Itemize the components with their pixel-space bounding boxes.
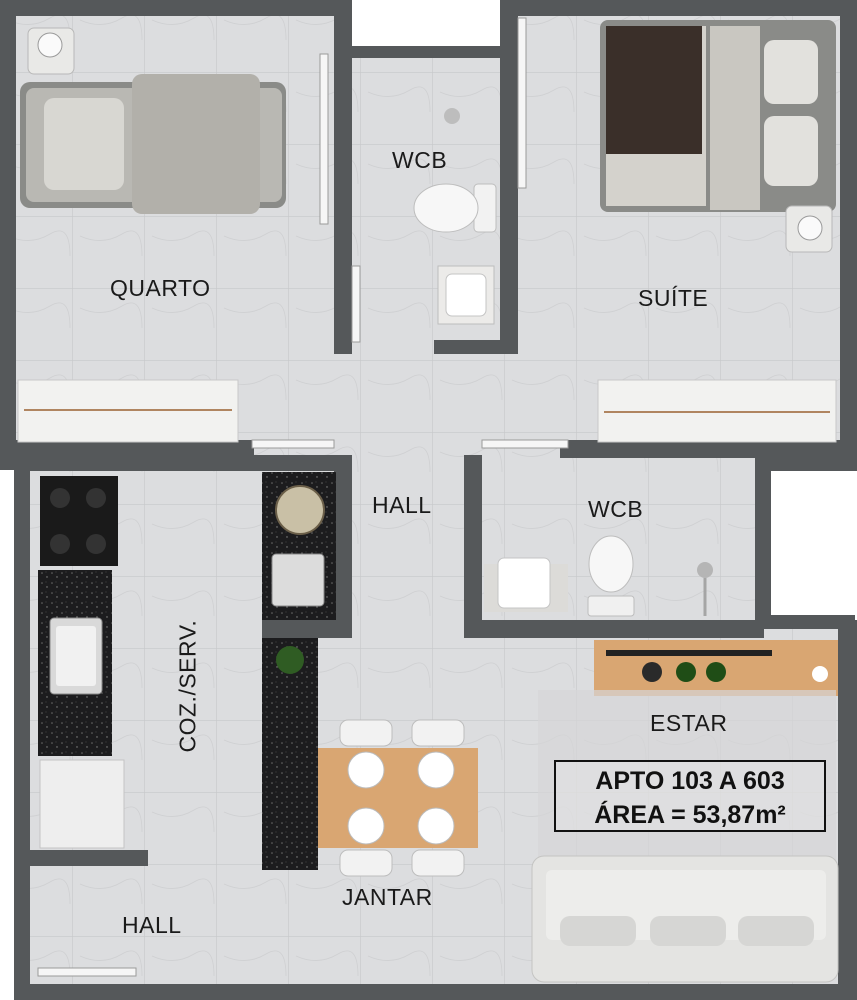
room-label-coz-serv: COZ./SERV.: [174, 619, 201, 753]
wardrobe-suite: [597, 379, 837, 443]
washing-machine: [39, 759, 125, 849]
unit-info-box: APTO 103 A 603 ÁREA = 53,87m²: [554, 760, 826, 832]
tv-rack: [594, 640, 838, 696]
single-bed: [20, 74, 286, 214]
toilet-mid: [587, 535, 635, 617]
sofa: [531, 855, 839, 983]
counter-right-top: [262, 472, 336, 620]
counter-left: [38, 570, 112, 756]
nightstand-lamp-suite: [785, 205, 833, 253]
unit-area-label: ÁREA = 53,87m²: [594, 801, 786, 829]
sink-mid: [484, 557, 568, 612]
toilet-top: [413, 183, 497, 233]
room-label-hall-bottom: HALL: [122, 912, 182, 938]
room-label-jantar: JANTAR: [342, 884, 433, 910]
dining-table: [318, 719, 478, 877]
nightstand-lamp: [27, 27, 75, 75]
door-marks: [37, 17, 569, 977]
room-label-estar: ESTAR: [650, 710, 728, 736]
shower-mid: [697, 562, 713, 616]
room-label-wcb-mid: WCB: [588, 496, 644, 522]
sink-top: [437, 265, 495, 325]
wardrobe-quarto: [17, 379, 239, 443]
stove: [40, 476, 118, 566]
room-label-suite: SUÍTE: [638, 285, 709, 311]
room-label-quarto: QUARTO: [110, 275, 211, 301]
counter-right-bottom: [262, 638, 318, 870]
unit-apto-label: APTO 103 A 603: [595, 767, 785, 795]
room-label-hall-center: HALL: [372, 492, 432, 518]
shower-drain-top: [444, 108, 460, 124]
room-label-wcb-top: WCB: [392, 147, 448, 173]
double-bed: [600, 20, 836, 212]
